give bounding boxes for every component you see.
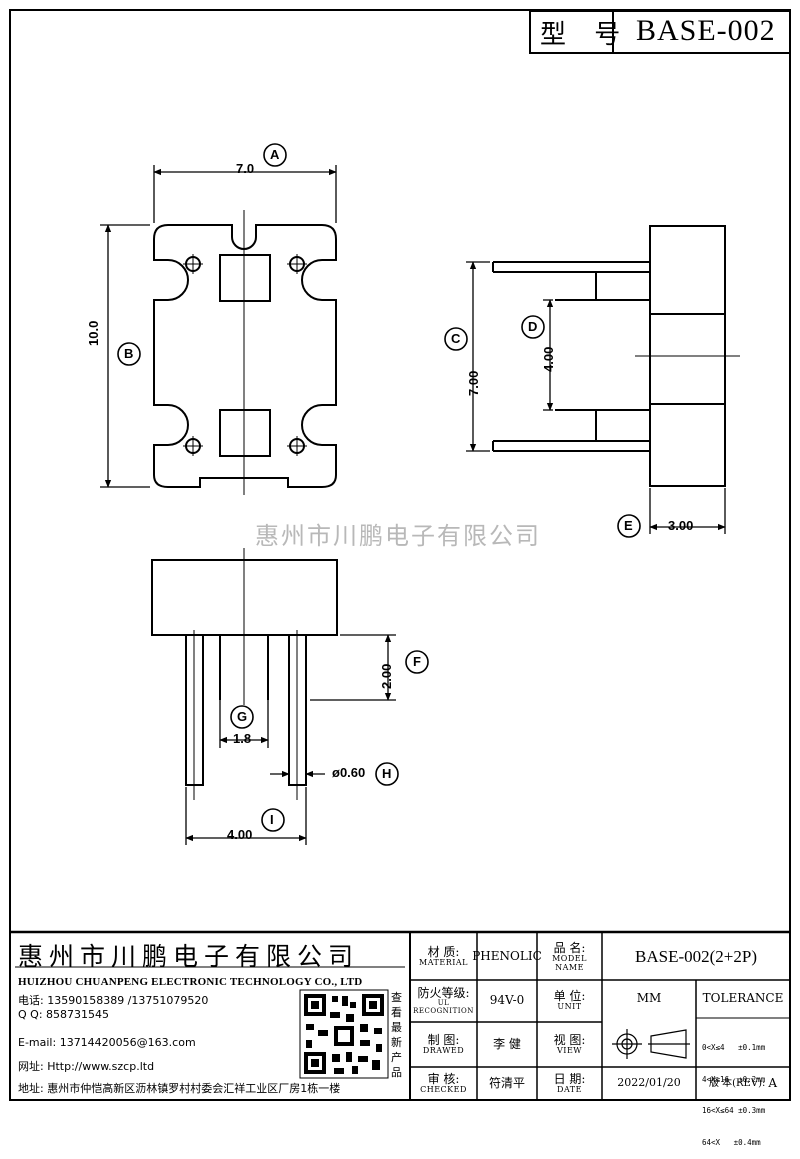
contact-address: 地址: 惠州市仲恺高新区沥林镇罗村村委会汇祥工业区厂房1栋一楼 xyxy=(18,1082,341,1095)
unit-value: MM xyxy=(636,991,662,1006)
header-divider xyxy=(612,10,614,54)
checked-value-cell: 符清平 xyxy=(477,1067,537,1100)
callout-i: I xyxy=(270,812,274,827)
tolerance-row: 0<X≤4 ±0.1mm xyxy=(702,1043,766,1052)
dim-b-value: 10.0 xyxy=(86,320,101,346)
ul-label-en: UL RECOGNITION xyxy=(413,998,474,1015)
ul-value-cell: 94V-0 xyxy=(477,980,537,1022)
name-label-en: MODEL NAME xyxy=(552,953,587,972)
material-value: PHENOLIC xyxy=(472,949,542,964)
lower-square xyxy=(219,409,271,457)
material-label-en: MATERIAL xyxy=(419,958,468,968)
dim-e-value: 3.00 xyxy=(668,518,694,533)
dim-i-value: 4.00 xyxy=(227,827,253,842)
contact-qq: Q Q: 858731545 xyxy=(18,1008,110,1021)
tolerance-row: 16<X≤64 ±0.3mm xyxy=(702,1106,766,1115)
contact-email: E-mail: 13714420056@163.com xyxy=(18,1036,196,1049)
view-label-cell: 视 图: VIEW xyxy=(537,1022,602,1067)
date-label-cell: 日 期: DATE xyxy=(537,1067,602,1100)
tolerance-row: 64<X ±0.4mm xyxy=(702,1137,761,1147)
dim-a-value: 7.0 xyxy=(236,161,255,176)
date-label-en: DATE xyxy=(557,1084,582,1094)
dim-f-value: 2.00 xyxy=(379,663,394,689)
ul-label-cell: 防火等级: UL RECOGNITION xyxy=(410,980,477,1022)
callout-d: D xyxy=(528,319,538,334)
qr-caption: 查看最新产品 xyxy=(391,991,402,1079)
drawing-border xyxy=(9,9,791,1101)
technical-drawing xyxy=(9,9,791,1101)
unit-value-cell: MM xyxy=(602,980,696,1018)
date-value: 2022/01/20 xyxy=(617,1076,681,1090)
view-label-en: VIEW xyxy=(557,1045,582,1055)
rev-value: A xyxy=(768,1075,778,1090)
rev-cell: 版 本(REV): A xyxy=(696,1067,790,1100)
callout-h: H xyxy=(382,766,392,781)
tolerance-row: 4<X≤16 ±0.2mm xyxy=(702,1074,766,1084)
checked-label-cell: 审 核: CHECKED xyxy=(410,1067,477,1100)
ul-label: 防火等级: xyxy=(417,985,470,1000)
checked-value: 符清平 xyxy=(488,1075,525,1090)
name-value-cell: BASE-002(2+2P) xyxy=(602,934,790,980)
checked-label: 审 核: xyxy=(427,1071,460,1086)
header-model-number: BASE-002 xyxy=(636,14,776,47)
ul-value: 94V-0 xyxy=(489,993,525,1008)
material-label: 材 质: xyxy=(427,945,460,959)
material-label-cell: 材 质: MATERIAL xyxy=(410,934,477,980)
view-label: 视 图: xyxy=(553,1032,586,1047)
date-label: 日 期: xyxy=(553,1071,586,1086)
dim-h-value: ø0.60 xyxy=(332,765,366,780)
contact-website: 网址: Http://www.szcp.ltd xyxy=(18,1060,155,1073)
qr-code xyxy=(299,989,389,1079)
callout-g: G xyxy=(237,709,248,724)
tolerance-label: TOLERANCE xyxy=(702,991,784,1006)
dim-d-value: 4.00 xyxy=(541,346,556,372)
unit-label: 单 位: xyxy=(553,989,586,1003)
date-value-cell: 2022/01/20 xyxy=(602,1067,696,1100)
drawn-value-cell: 李 健 xyxy=(477,1022,537,1067)
material-value-cell: PHENOLIC xyxy=(472,934,542,980)
callout-e: E xyxy=(624,518,633,533)
name-label: 品 名: xyxy=(553,940,586,955)
name-value: BASE-002(2+2P) xyxy=(635,946,757,966)
dim-c-value: 7.00 xyxy=(466,370,481,396)
company-name-cn: 惠州市川鹏电子有限公司 xyxy=(18,942,360,971)
contact-phone: 电话: 13590158389 /13751079520 xyxy=(18,994,209,1007)
drawn-value: 李 健 xyxy=(493,1036,521,1051)
drawn-label-en: DRAWED xyxy=(422,1045,465,1055)
top-view-outline xyxy=(153,224,337,488)
header-type-label: 型 号 xyxy=(540,20,631,50)
rev-label: 版 本(REV): xyxy=(708,1078,766,1089)
drawn-label: 制 图: xyxy=(427,1032,460,1047)
callout-c: C xyxy=(451,331,461,346)
company-name-en: HUIZHOU CHUANPENG ELECTRONIC TECHNOLOGY … xyxy=(18,976,363,988)
callout-f: F xyxy=(413,654,421,669)
watermark: 惠州市川鹏电子有限公司 xyxy=(255,522,541,550)
callout-b: B xyxy=(124,346,134,361)
unit-label-cell: 单 位: UNIT xyxy=(537,980,602,1022)
tolerance-label-cell: TOLERANCE xyxy=(696,980,790,1018)
callout-a: A xyxy=(270,147,280,162)
unit-label-en: UNIT xyxy=(557,1002,582,1012)
name-label-cell: 品 名: MODEL NAME xyxy=(537,934,602,980)
upper-square xyxy=(219,254,271,302)
checked-label-en: CHECKED xyxy=(420,1084,467,1094)
drawn-label-cell: 制 图: DRAWED xyxy=(410,1022,477,1067)
dim-g-value: 1.8 xyxy=(233,731,252,746)
